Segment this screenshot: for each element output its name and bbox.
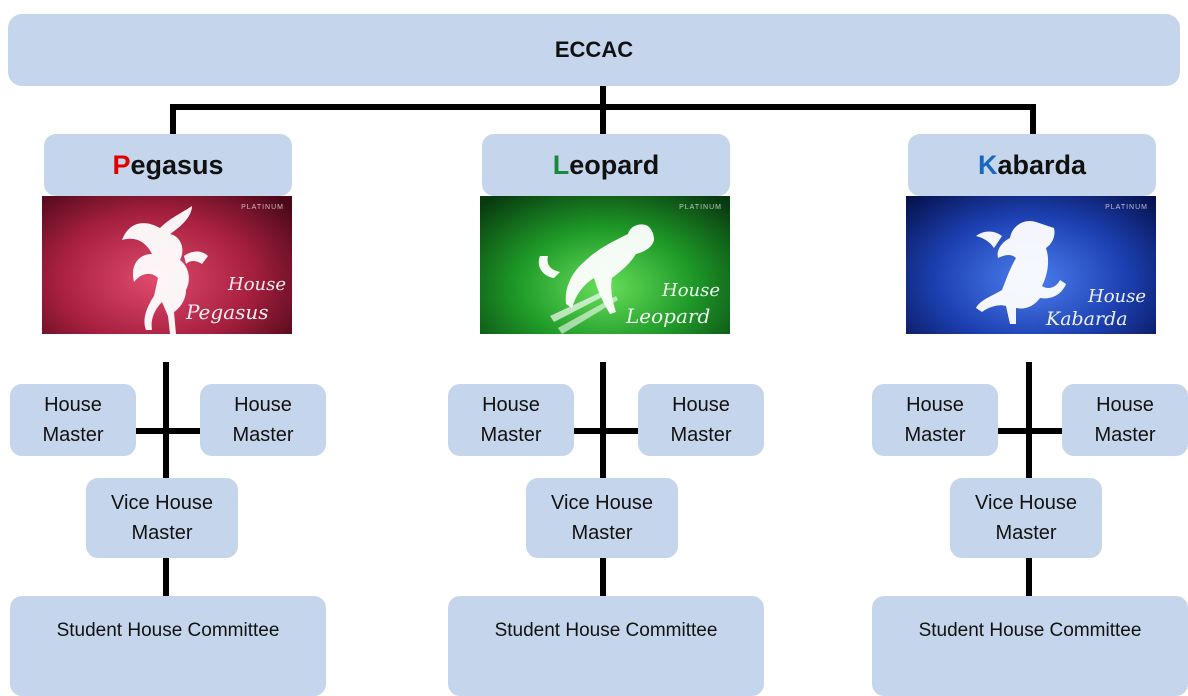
root-node: ECCAC bbox=[8, 14, 1180, 86]
vice-house-master: Vice House Master bbox=[86, 478, 238, 558]
banner-watermark: PLATINUM bbox=[1105, 204, 1148, 211]
banner-script-top: House bbox=[662, 280, 721, 301]
house-initial: P bbox=[112, 149, 131, 180]
vice-house-master: Vice House Master bbox=[526, 478, 678, 558]
connector-pegasus-masters bbox=[136, 428, 200, 434]
connector-kabarda-masters bbox=[998, 428, 1062, 434]
house-master-left: House Master bbox=[872, 384, 998, 456]
house-name-rest: egasus bbox=[130, 149, 224, 180]
banner-script-bottom: Leopard bbox=[626, 304, 711, 328]
house-master-left: House Master bbox=[448, 384, 574, 456]
student-house-committee: Student House Committee bbox=[872, 596, 1188, 696]
house-banner-kabarda: House Kabarda PLATINUM bbox=[906, 196, 1156, 334]
house-master-right: House Master bbox=[638, 384, 764, 456]
house-title-pegasus: Pegasus bbox=[44, 134, 292, 196]
house-name-rest: eopard bbox=[569, 149, 660, 180]
house-master-right: House Master bbox=[1062, 384, 1188, 456]
connector-kabarda-up bbox=[1030, 104, 1036, 136]
house-master-left: House Master bbox=[10, 384, 136, 456]
pegasus-icon bbox=[122, 206, 208, 334]
house-title-kabarda: Kabarda bbox=[908, 134, 1156, 196]
banner-script-top: House bbox=[1088, 286, 1147, 307]
banner-script-bottom: Pegasus bbox=[186, 300, 269, 324]
banner-script-top: House bbox=[228, 274, 287, 295]
connector-leopard-masters bbox=[574, 428, 638, 434]
banner-watermark: PLATINUM bbox=[241, 204, 284, 211]
root-label: ECCAC bbox=[554, 37, 634, 62]
house-title-leopard: Leopard bbox=[482, 134, 730, 196]
connector-leopard-up bbox=[600, 104, 606, 136]
horse-icon bbox=[976, 220, 1066, 324]
connector-root-down bbox=[600, 86, 606, 108]
banner-script-bottom: Kabarda bbox=[1046, 308, 1128, 330]
house-master-right: House Master bbox=[200, 384, 326, 456]
banner-watermark: PLATINUM bbox=[679, 204, 722, 211]
house-name-rest: abarda bbox=[997, 149, 1087, 180]
house-initial: K bbox=[977, 149, 998, 180]
house-initial: L bbox=[552, 149, 570, 180]
house-banner-leopard: House Leopard PLATINUM bbox=[480, 196, 730, 334]
leopard-icon bbox=[538, 224, 654, 334]
house-banner-pegasus: House Pegasus PLATINUM bbox=[42, 196, 292, 334]
vice-house-master: Vice House Master bbox=[950, 478, 1102, 558]
student-house-committee: Student House Committee bbox=[10, 596, 326, 696]
student-house-committee: Student House Committee bbox=[448, 596, 764, 696]
connector-pegasus-up bbox=[170, 104, 176, 136]
